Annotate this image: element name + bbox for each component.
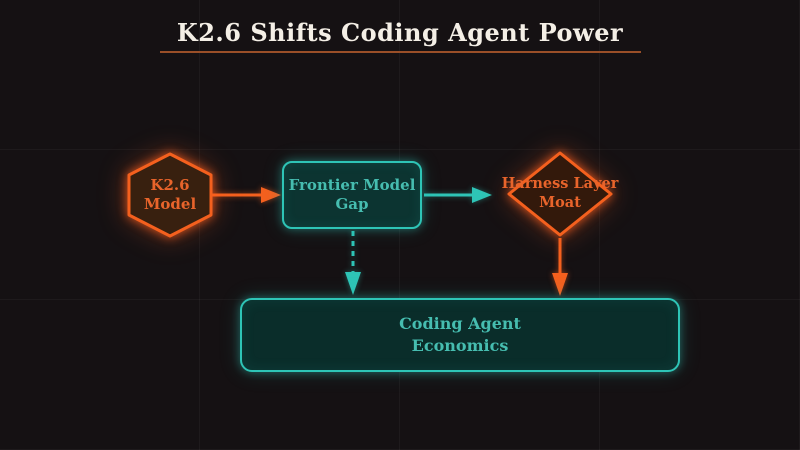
edge-gap-to-moat [424, 187, 492, 203]
title-underline [160, 51, 641, 53]
node-label-coding-economics: Coding Agent Economics [399, 314, 521, 355]
diamond-shape [507, 151, 613, 237]
node-coding-economics: Coding Agent Economics [240, 298, 680, 372]
node-label-frontier-gap: Frontier Model Gap [288, 175, 416, 214]
hexagon-shape [127, 152, 213, 238]
node-label-harness-moat: Harness Layer Moat [501, 175, 619, 211]
edge-moat-to-economics [552, 238, 568, 296]
node-frontier-gap: Frontier Model Gap [282, 161, 422, 229]
node-label-k26-model: K2.6 Model [143, 175, 197, 214]
page-title: K2.6 Shifts Coding Agent Power [176, 18, 624, 47]
node-k26-model: K2.6 Model [126, 152, 214, 238]
edge-k26-to-gap [210, 187, 281, 203]
edge-gap-to-economics [345, 231, 361, 295]
node-harness-moat: Harness Layer Moat [502, 150, 618, 238]
